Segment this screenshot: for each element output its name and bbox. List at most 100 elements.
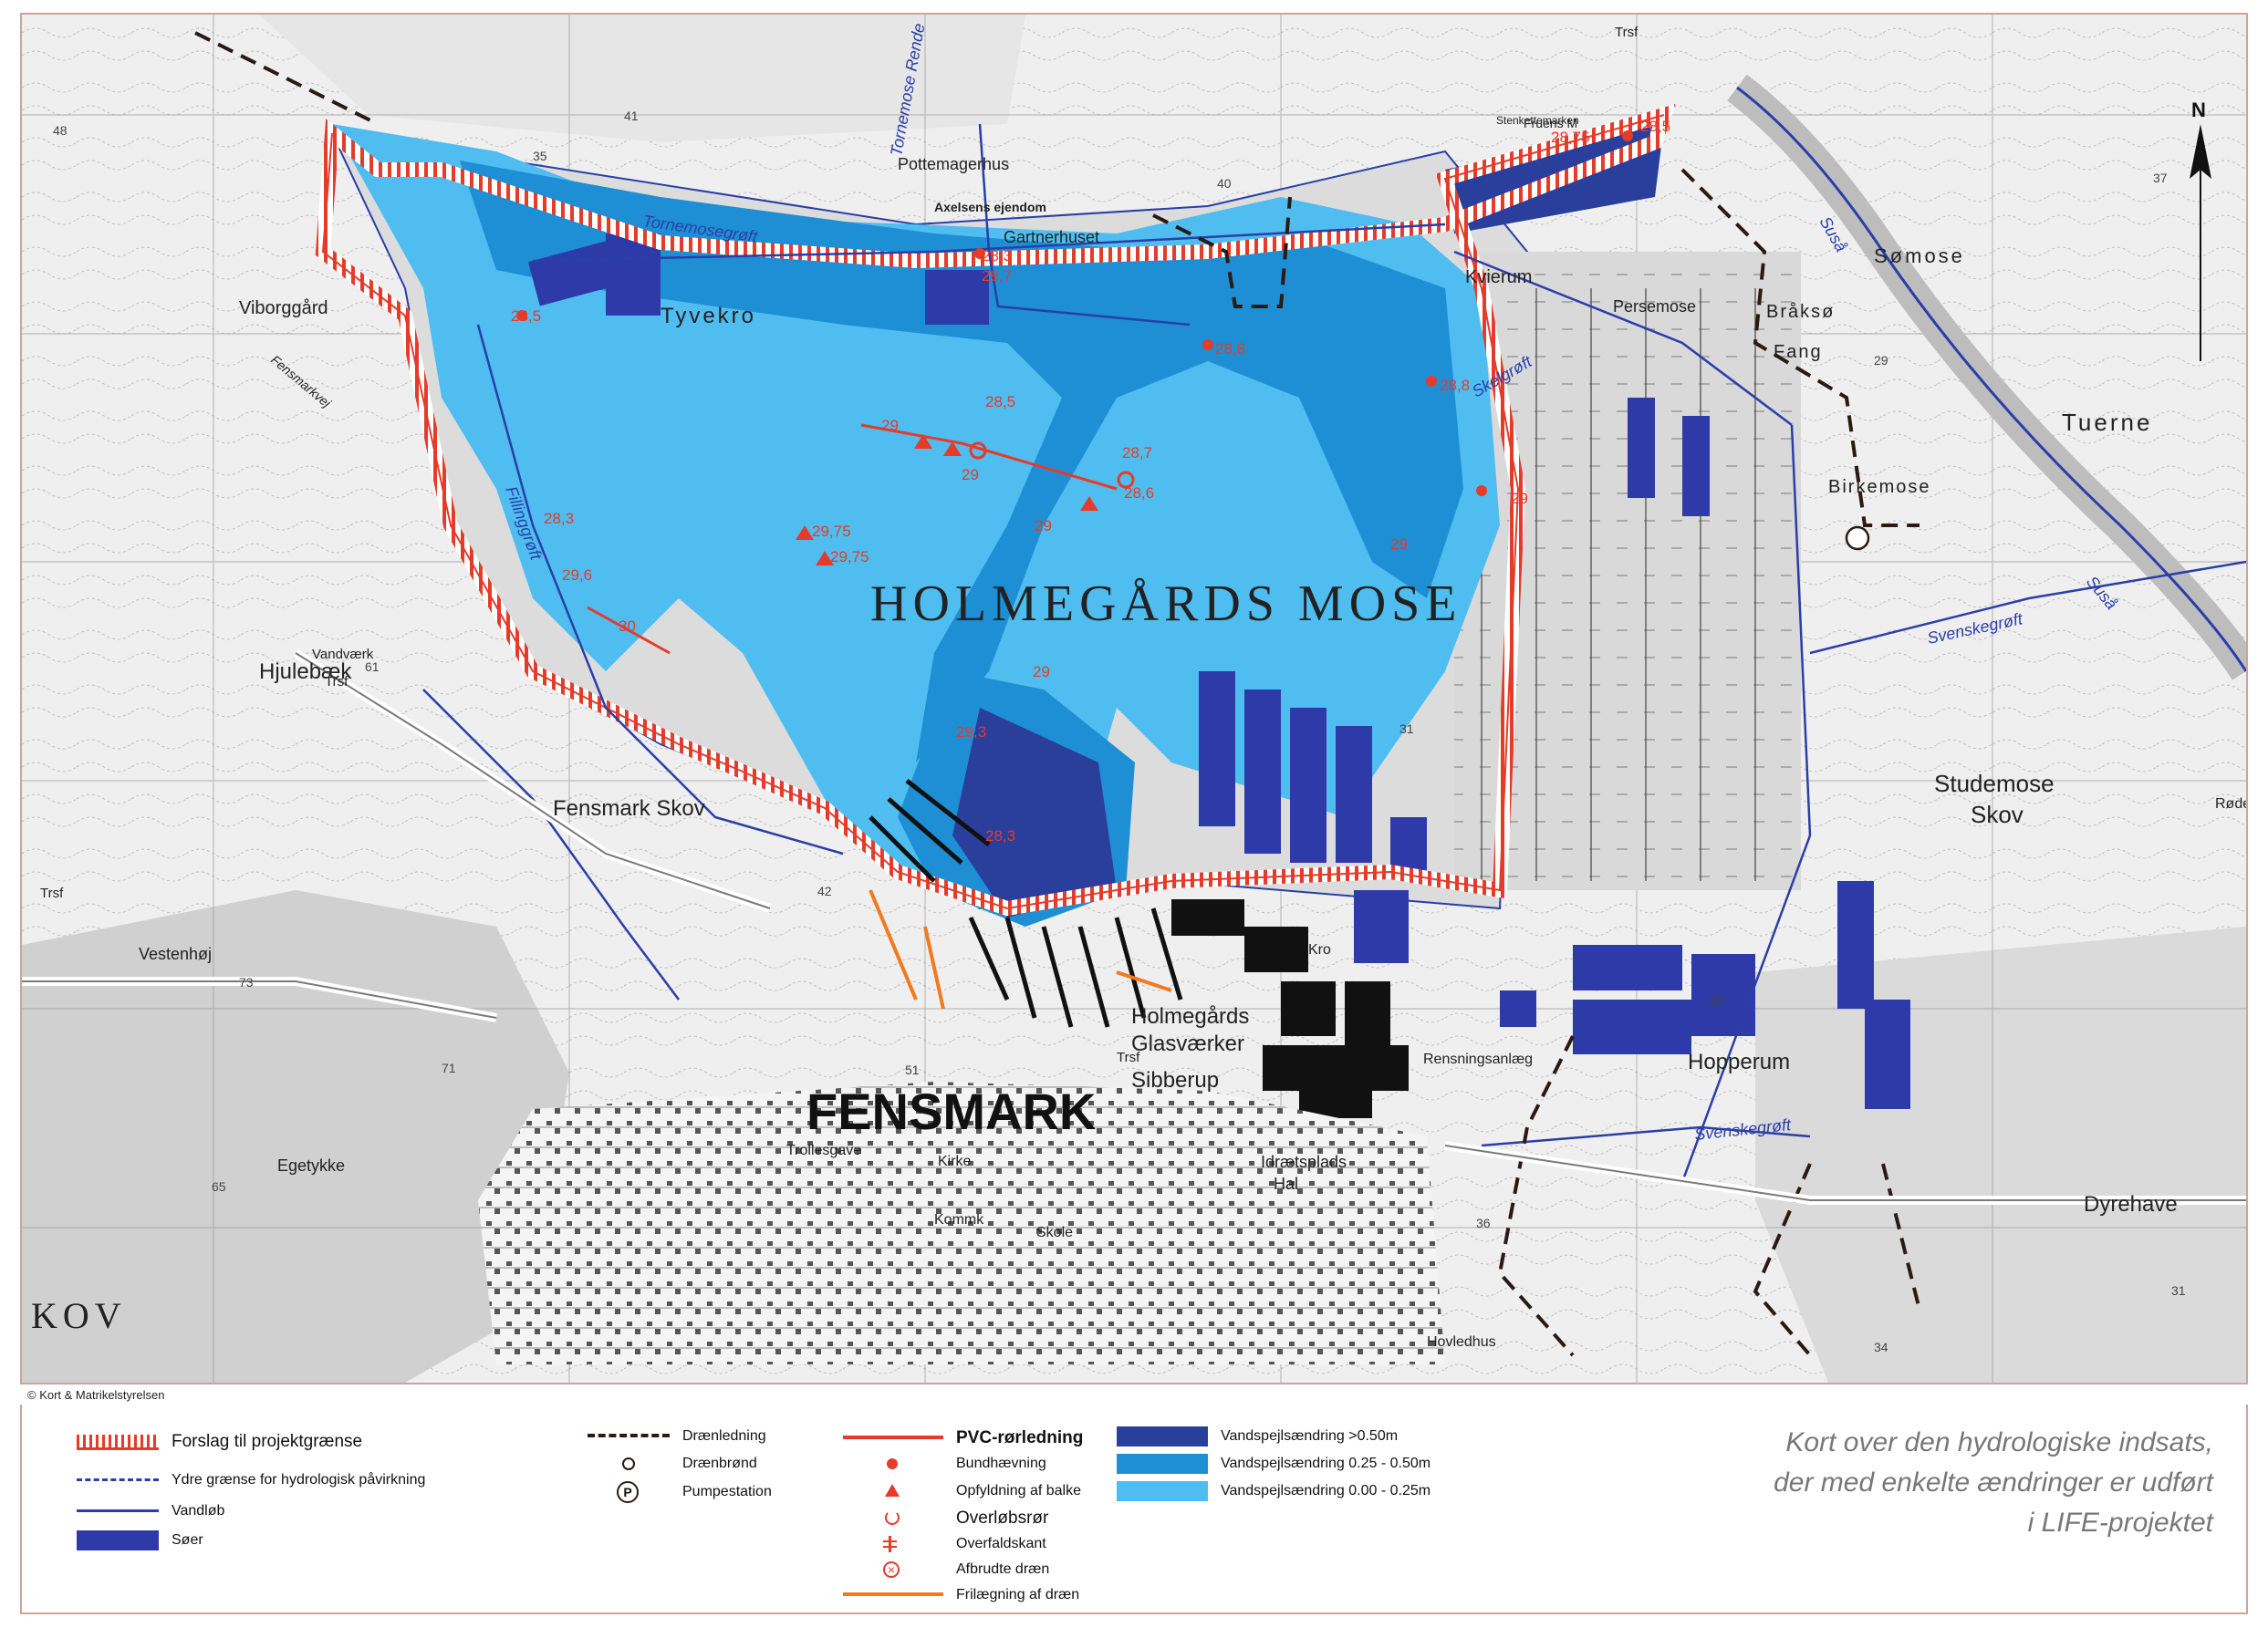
label-kro: Kro xyxy=(1308,942,1331,958)
label-kov: KOV xyxy=(31,1295,127,1336)
contour-number: 29 xyxy=(1710,993,1724,1008)
water-mid xyxy=(460,161,1463,762)
label-kvierum: Kvierum xyxy=(1465,267,1532,287)
legend-item-frilaegning: Frilægning af dræn xyxy=(843,1587,1079,1603)
light-swatch xyxy=(1117,1481,1208,1501)
label-egetykke: Egetykke xyxy=(277,1156,345,1175)
label-trsf-3: Trsf xyxy=(1615,25,1639,40)
label-braksoe: Bråksø xyxy=(1766,302,1835,322)
legend-item-vs-high: Vandspejlsændring >0.50m xyxy=(1117,1426,1398,1447)
label-gartnerhuset: Gartnerhuset xyxy=(1004,228,1099,246)
elevation-label: 28,7 xyxy=(982,267,1012,285)
opfyldning-triangles xyxy=(796,434,1098,565)
forest-west xyxy=(22,890,569,1383)
label-tyvekro: Tyvekro xyxy=(661,304,756,328)
susaa-river-line xyxy=(1736,86,2246,672)
elevation-label: 28,3 xyxy=(982,247,1012,264)
legend-item-vs-low: Vandspejlsændring 0.00 - 0.25m xyxy=(1117,1481,1431,1501)
elevation-label: 28,75 xyxy=(1551,129,1590,146)
legend-item-overfaldskant: Overfaldskant xyxy=(843,1536,1046,1552)
label-birkemose: Birkemose xyxy=(1828,477,1930,497)
overflow-icon xyxy=(843,1510,943,1527)
elevation-label: 28,7 xyxy=(1122,444,1152,461)
pumpestation xyxy=(1845,525,1870,551)
contour-number: 61 xyxy=(365,659,380,674)
contour-number: 65 xyxy=(212,1179,226,1194)
elevation-label: 29 xyxy=(1390,535,1408,553)
pvc-symbol xyxy=(843,1436,943,1441)
contour-number: 71 xyxy=(442,1061,456,1075)
caption-line-2: der med enkelte ændringer er udført xyxy=(1774,1467,2213,1498)
elevation-label: 28,6 xyxy=(1124,484,1154,502)
elevation-label: 29,3 xyxy=(956,723,986,741)
elevation-label: 29 xyxy=(1511,490,1528,507)
label-idraetsplads: Idrætsplads xyxy=(1261,1153,1347,1171)
legend-item-vs-mid: Vandspejlsændring 0.25 - 0.50m xyxy=(1117,1454,1431,1474)
legend-item-projektgraense: Forslag til projektgrænse xyxy=(77,1432,362,1452)
roads-outline xyxy=(22,652,2246,1201)
label-fang: Fang xyxy=(1774,342,1823,362)
legend-item-afbrudte-draen: × Afbrudte dræn xyxy=(843,1561,1049,1578)
label-fruens: Fruens M xyxy=(1524,116,1577,130)
field-north xyxy=(259,15,1025,142)
label-skov: Skov xyxy=(1971,801,2024,828)
label-tuerne: Tuerne xyxy=(2062,409,2152,436)
overlobsror-symbols xyxy=(969,441,1135,489)
hatch-symbol xyxy=(77,1434,159,1450)
triangle-icon xyxy=(843,1484,943,1498)
project-boundary-line xyxy=(321,114,1665,910)
label-holmegaards-mose: HOLMEGÅRDS MOSE xyxy=(870,576,1462,632)
legend-item-ydre-graense: Ydre grænse for hydrologisk påvirkning xyxy=(77,1472,425,1488)
streams xyxy=(422,123,2246,1183)
north-arrow: N xyxy=(2190,99,2211,361)
contour-number: 36 xyxy=(1476,1216,1491,1230)
contour-number: 42 xyxy=(817,884,832,898)
weir-icon xyxy=(843,1536,943,1552)
legend-item-opfyldning: Opfyldning af balke xyxy=(843,1483,1081,1499)
elevation-label: 29,75 xyxy=(830,548,869,565)
contour-number: 34 xyxy=(1874,1340,1888,1354)
label-dyrehave: Dyrehave xyxy=(2084,1192,2178,1217)
copyright: © Kort & Matrikelstyrelsen xyxy=(27,1388,165,1402)
bundhaevning-points xyxy=(516,130,1633,496)
legend-item-soer: Søer xyxy=(77,1530,203,1550)
label-trollesgave: Trollesgave xyxy=(786,1143,861,1158)
deep-swatch xyxy=(1117,1426,1208,1447)
caption-line-1: Kort over den hydrologiske indsats, xyxy=(1785,1427,2213,1457)
drain-fan xyxy=(869,779,1183,1028)
label-somose: Sømose xyxy=(1874,244,1965,267)
legend-item-draenledning: Drænledning xyxy=(588,1428,766,1445)
elevation-label: 29,75 xyxy=(812,523,851,540)
lakes xyxy=(527,233,1910,1109)
label-studemose: Studemose xyxy=(1934,770,2055,797)
contour-number: 35 xyxy=(533,149,547,163)
elevation-label: 29 xyxy=(962,466,979,483)
map-caption: Kort over den hydrologiske indsats, der … xyxy=(1666,1423,2213,1543)
label-trsf-4: Trsf xyxy=(1117,1050,1140,1065)
orange-line-symbol xyxy=(843,1592,943,1598)
north-label: N xyxy=(2191,99,2206,121)
elevation-label: 28,5 xyxy=(511,307,541,325)
stream-symbol xyxy=(77,1509,159,1514)
label-hopperum: Hopperum xyxy=(1688,1050,1790,1074)
fensmark-town xyxy=(478,1082,1445,1364)
drain-lines xyxy=(194,31,1921,1357)
label-vestenhoj: Vestenhøj xyxy=(139,945,212,963)
orange-drain-opening xyxy=(869,889,1172,1010)
drain-well-icon xyxy=(588,1457,670,1470)
dot-icon xyxy=(843,1457,943,1471)
elevation-label: 28,8 xyxy=(1440,377,1470,394)
legend-item-pvc: PVC-rørledning xyxy=(843,1428,1083,1448)
label-fensmark-skov: Fensmark Skov xyxy=(553,796,705,821)
contour-number: 40 xyxy=(1217,176,1232,191)
pvc-pipes xyxy=(587,423,1118,655)
elevation-label: 28,3 xyxy=(985,827,1015,845)
broken-drain-icon: × xyxy=(843,1561,943,1578)
legend-item-bundhaevning: Bundhævning xyxy=(843,1456,1046,1472)
label-stenkettemarken: Stenkettemarken xyxy=(1496,114,1579,127)
label-hjulebaek: Hjulebæk xyxy=(259,659,352,684)
label-fensmark: FENSMARK xyxy=(806,1083,1096,1140)
label-hal: Hal xyxy=(1274,1175,1298,1193)
elevation-label: 30 xyxy=(619,617,636,635)
elevation-label: 29 xyxy=(1033,663,1050,680)
